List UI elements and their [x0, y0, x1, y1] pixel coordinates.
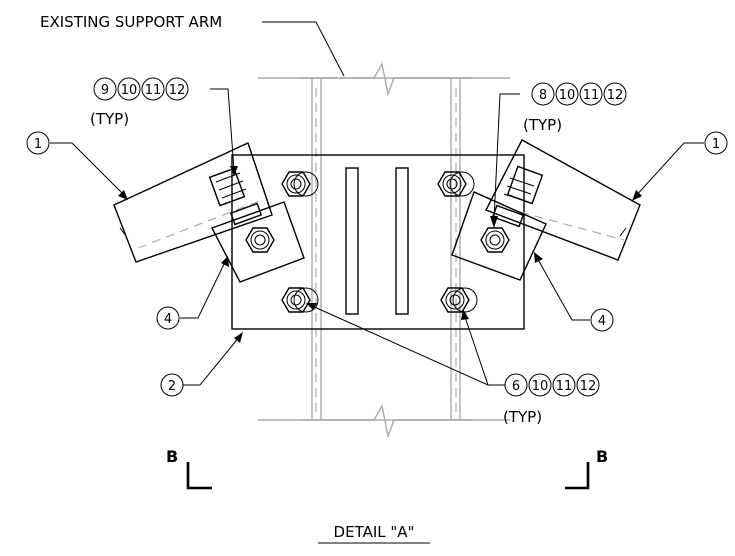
detail-title-text: DETAIL "A" [334, 523, 415, 541]
callout-item-1-left: 1 [26, 131, 50, 155]
typ-label: (TYP) [503, 408, 542, 426]
left-member [113, 142, 273, 263]
leader-lines [50, 21, 704, 386]
callout-num: 4 [598, 314, 606, 329]
section-b-label: B [596, 447, 608, 466]
callout-num: 11 [145, 83, 162, 98]
typ-label: (TYP) [90, 110, 129, 128]
plate-slots [345, 167, 409, 315]
callout-num: 4 [164, 312, 172, 327]
callout-item-2: 2 [160, 373, 184, 397]
section-b-label: B [166, 447, 178, 466]
bolt-top-right [437, 171, 475, 197]
section-marker-right: B [565, 447, 608, 490]
existing-support-arm-label: EXISTING SUPPORT ARM [40, 13, 222, 31]
bolt-bottom-right [440, 287, 478, 313]
callout-item-4-left: 4 [156, 306, 180, 330]
right-clip-angle [451, 191, 547, 281]
callout-num: 9 [101, 83, 109, 98]
callout-num: 12 [580, 379, 597, 394]
callout-num: 11 [556, 379, 573, 394]
callout-num: 6 [512, 379, 520, 394]
section-marker-left: B [166, 447, 212, 490]
callout-top-right: 8 10 11 12 (TYP) [523, 82, 627, 134]
callout-item-4-right: 4 [590, 308, 614, 332]
left-clip-angle [211, 201, 305, 283]
existing-support-arm [258, 62, 510, 439]
callout-num: 10 [559, 88, 576, 103]
callout-num: 10 [121, 83, 138, 98]
callout-num: 12 [169, 83, 186, 98]
base-plate [231, 154, 525, 330]
callout-bottom-center: 6 10 11 12 (TYP) [503, 373, 600, 426]
callout-num: 1 [34, 137, 42, 152]
bolt-top-left [281, 171, 319, 197]
callout-num: 12 [607, 88, 624, 103]
callout-num: 11 [583, 88, 600, 103]
detail-title: DETAIL "A" [318, 523, 430, 544]
left-u-bolt [208, 167, 263, 226]
callout-num: 8 [539, 88, 547, 103]
callout-item-1-right: 1 [704, 131, 728, 155]
callout-num: 1 [712, 137, 720, 152]
bolt-bottom-left [281, 287, 319, 313]
right-member [485, 139, 641, 261]
callout-num: 10 [532, 379, 549, 394]
typ-label: (TYP) [523, 116, 562, 134]
callout-num: 2 [168, 379, 176, 394]
right-u-bolt [491, 165, 544, 228]
callout-top-left: 9 10 11 12 (TYP) [90, 77, 189, 128]
